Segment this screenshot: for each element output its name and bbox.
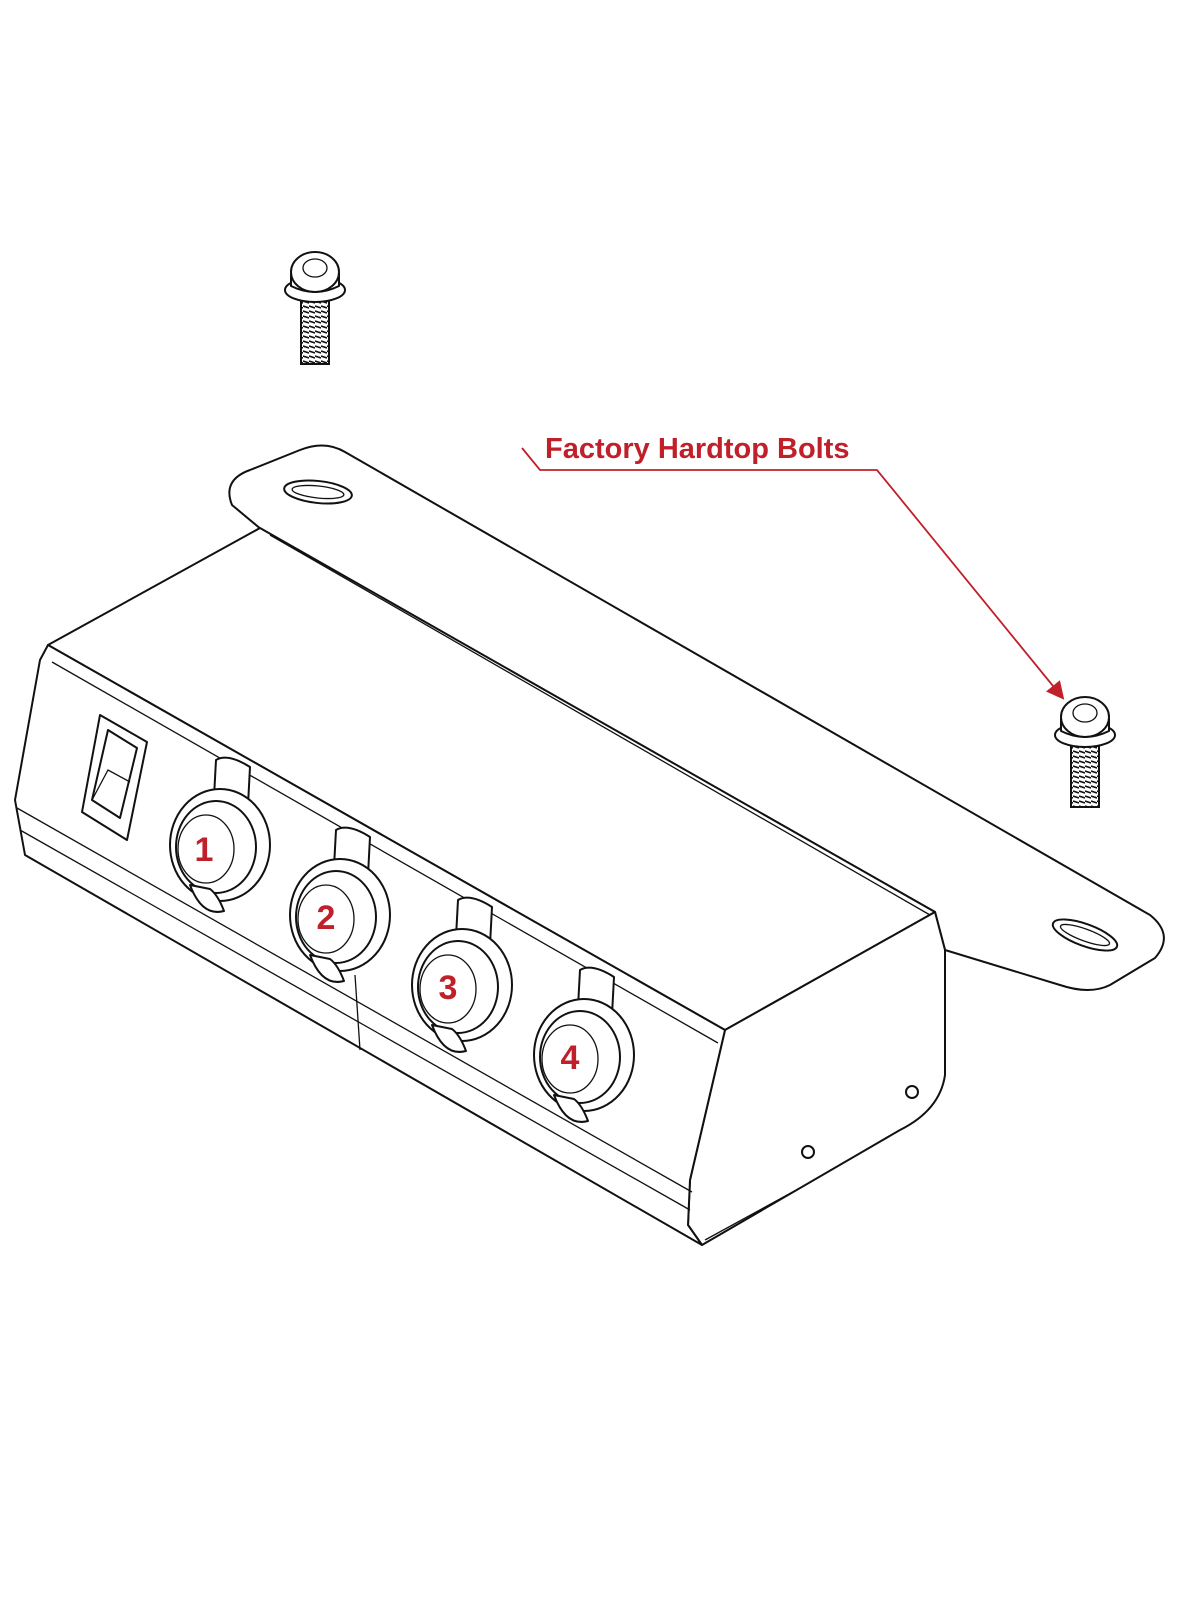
callout-factory-hardtop-bolts: Factory Hardtop Bolts: [521, 433, 1065, 700]
switch-box: [14, 527, 946, 1246]
socket-number: 2: [317, 899, 336, 937]
socket-number: 4: [561, 1039, 580, 1077]
socket-number: 1: [195, 831, 214, 869]
socket-4: 4: [533, 966, 635, 1123]
socket-3: 3: [411, 896, 513, 1053]
mounting-bracket: [228, 444, 1165, 991]
socket-2: 2: [289, 826, 391, 983]
bolt-left: [284, 251, 346, 365]
socket-number: 3: [439, 969, 458, 1007]
bolt-right: [1054, 696, 1116, 808]
callout-label: Factory Hardtop Bolts: [545, 433, 850, 465]
socket-1: 1: [169, 756, 271, 913]
power-sockets: 1 2 3 4: [169, 756, 635, 1123]
rocker-switch: [81, 714, 148, 841]
